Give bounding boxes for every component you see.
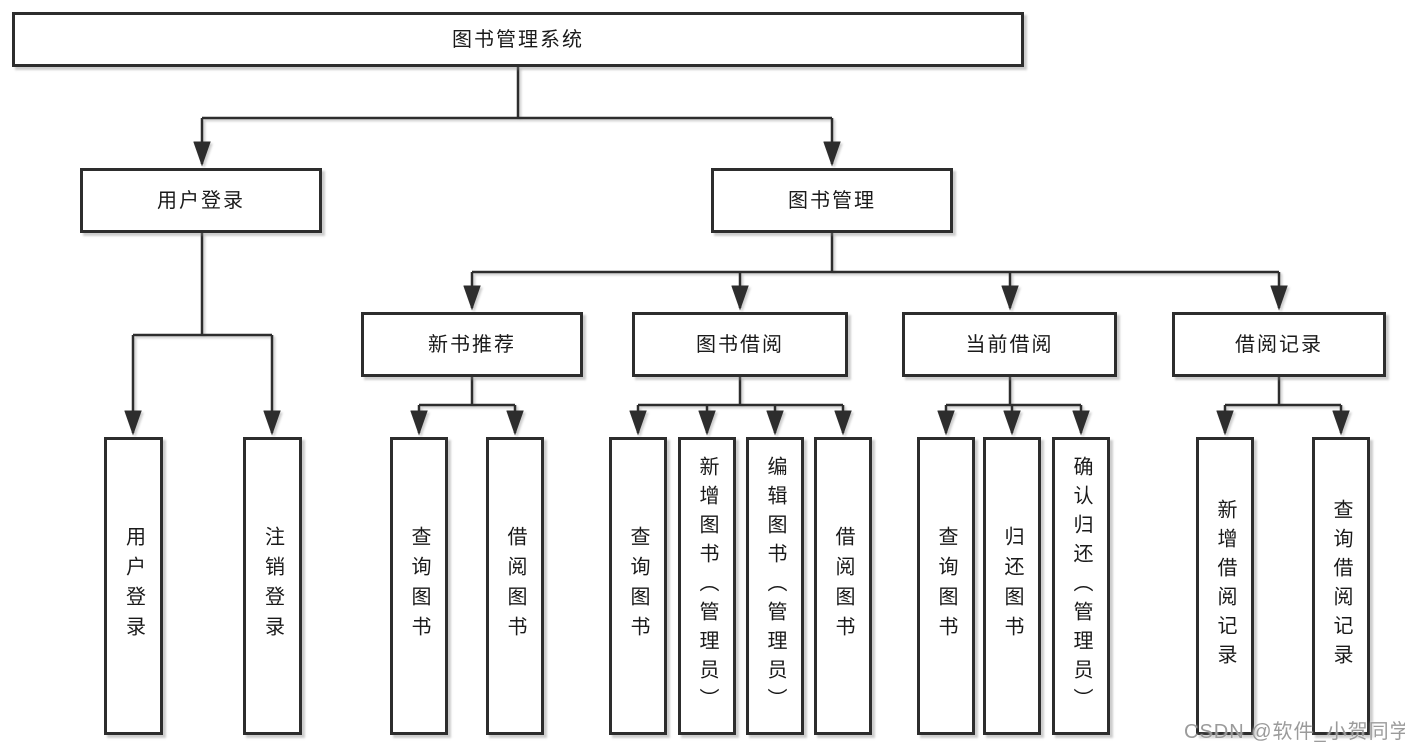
node-label: 注销登录	[261, 526, 284, 646]
leaf-borrow-books: 借阅图书	[814, 437, 872, 735]
leaf-query-borrow-record: 查询借阅记录	[1312, 437, 1370, 735]
leaf-query-books-recommend: 查询图书	[390, 437, 448, 735]
leaf-query-books-borrow: 查询图书	[609, 437, 667, 735]
node-new-book-recommend: 新书推荐	[361, 312, 583, 377]
leaf-confirm-return-admin: 确认归还（管理员）	[1052, 437, 1110, 735]
node-user-login: 用户登录	[80, 168, 322, 233]
node-book-management: 图书管理	[711, 168, 953, 233]
node-label: 新书推荐	[428, 333, 516, 356]
leaf-edit-book-admin: 编辑图书（管理员）	[746, 437, 804, 735]
leaf-user-login: 用户登录	[104, 437, 163, 735]
node-borrow-records: 借阅记录	[1172, 312, 1386, 377]
node-label: 借阅图书	[832, 526, 854, 646]
node-label: 查询图书	[627, 526, 649, 646]
node-label: 当前借阅	[965, 333, 1054, 356]
node-label: 用户登录	[122, 526, 145, 646]
leaf-query-books-current: 查询图书	[917, 437, 975, 735]
node-label: 图书管理	[788, 189, 876, 212]
node-label: 新增借阅记录	[1214, 499, 1236, 673]
node-label: 图书借阅	[696, 333, 784, 356]
node-label: 归还图书	[1001, 526, 1023, 646]
node-label: 图书管理系统	[452, 28, 584, 51]
leaf-add-borrow-record: 新增借阅记录	[1196, 437, 1254, 735]
node-library-management-system: 图书管理系统	[12, 12, 1024, 67]
leaf-borrow-books-recommend: 借阅图书	[486, 437, 544, 735]
node-label: 借阅记录	[1235, 333, 1323, 356]
node-book-borrow: 图书借阅	[632, 312, 848, 377]
node-label: 确认归还（管理员）	[1070, 455, 1092, 717]
node-current-borrow: 当前借阅	[902, 312, 1117, 377]
leaf-logout: 注销登录	[243, 437, 302, 735]
node-label: 用户登录	[157, 189, 245, 212]
node-label: 查询借阅记录	[1330, 499, 1352, 673]
node-label: 借阅图书	[504, 526, 526, 646]
csdn-watermark: CSDN @软件_小贺同学	[1184, 721, 1405, 743]
node-label: 新增图书（管理员）	[696, 455, 718, 717]
node-label: 查询图书	[935, 526, 957, 646]
leaf-return-books: 归还图书	[983, 437, 1041, 735]
leaf-add-book-admin: 新增图书（管理员）	[678, 437, 736, 735]
node-label: 编辑图书（管理员）	[764, 455, 786, 717]
node-label: 查询图书	[408, 526, 430, 646]
